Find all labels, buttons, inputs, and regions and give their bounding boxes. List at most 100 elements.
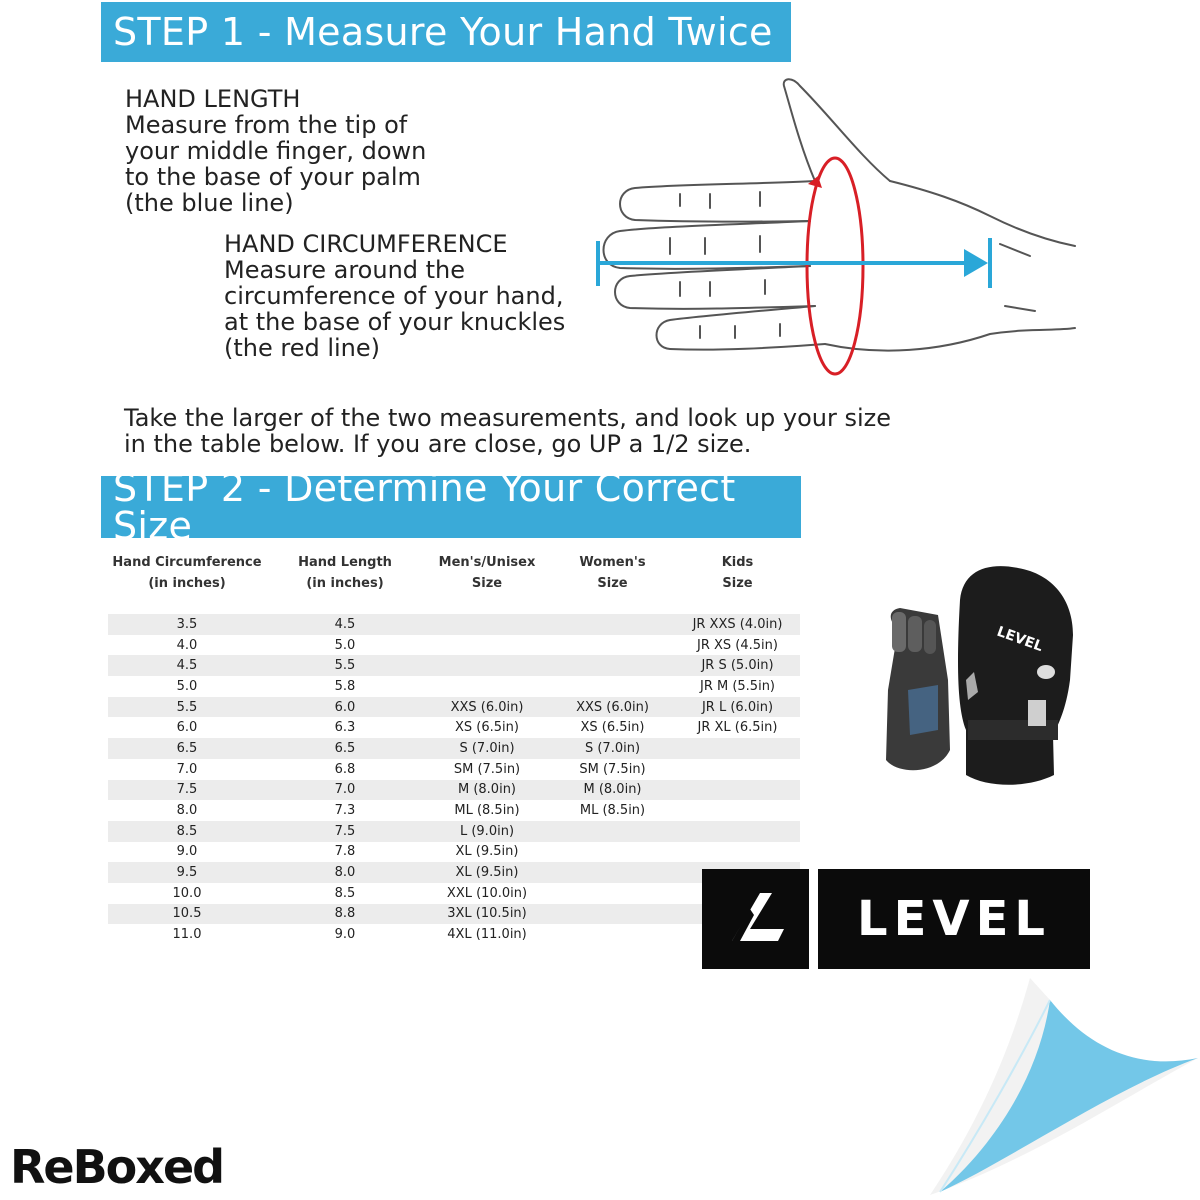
cell-mens-size: M (8.0in) xyxy=(457,782,517,798)
cell-mens-size: XS (6.5in) xyxy=(455,720,519,736)
cell-hand-circumference: 6.0 xyxy=(176,720,198,736)
level-logo: LEVEL xyxy=(702,869,1090,969)
header-mens-size: Men's/Unisex Size xyxy=(424,552,550,604)
note-line: in the table below. If you are close, go… xyxy=(124,430,752,458)
cell-kids-size: JR M (5.5in) xyxy=(699,678,776,694)
cell-kids-size: JR S (5.0in) xyxy=(701,658,774,674)
cell-hand-length: 5.0 xyxy=(334,637,356,653)
hand-length-line: (the blue line) xyxy=(125,189,294,217)
cell-hand-length: 8.0 xyxy=(334,865,356,881)
hand-length-line: to the base of your palm xyxy=(125,163,421,191)
cell-kids-size: JR XXS (4.0in) xyxy=(692,616,783,632)
cell-hand-circumference: 8.5 xyxy=(176,823,198,839)
cell-hand-circumference: 4.0 xyxy=(176,637,198,653)
step2-title: STEP 2 - Determine Your Correct Size xyxy=(113,466,736,548)
header-line: Hand Length xyxy=(298,555,392,570)
header-hand-length: Hand Length (in inches) xyxy=(266,552,424,604)
cell-mens-size: XL (9.5in) xyxy=(455,844,519,860)
cell-womens-size: SM (7.5in) xyxy=(579,761,646,777)
table-row: 9.5 8.0 XL (9.5in) xyxy=(108,862,800,883)
reboxed-watermark: ReBoxed xyxy=(10,1140,225,1194)
cell-hand-length: 7.5 xyxy=(334,823,356,839)
cell-hand-circumference: 9.0 xyxy=(176,844,198,860)
header-line: Size xyxy=(471,576,503,591)
step1-title: STEP 1 - Measure Your Hand Twice xyxy=(113,10,773,54)
table-row: 3.5 4.5 JR XXS (4.0in) xyxy=(108,614,800,635)
header-kids-size: Kids Size xyxy=(675,552,800,604)
cell-hand-circumference: 5.5 xyxy=(176,699,198,715)
hand-diagram-icon xyxy=(596,78,1076,376)
header-womens-size: Women's Size xyxy=(550,552,675,604)
cell-hand-length: 8.8 xyxy=(334,906,356,922)
cell-womens-size: M (8.0in) xyxy=(583,782,642,798)
cell-hand-circumference: 7.5 xyxy=(176,782,198,798)
cell-hand-circumference: 7.0 xyxy=(176,761,198,777)
cell-hand-circumference: 9.5 xyxy=(176,865,198,881)
cell-mens-size: SM (7.5in) xyxy=(453,761,521,777)
table-row: 9.0 7.8 XL (9.5in) xyxy=(108,842,800,863)
cell-hand-length: 5.8 xyxy=(334,678,356,694)
hand-circumference-heading: HAND CIRCUMFERENCE xyxy=(224,230,508,258)
table-row: 4.0 5.0 JR XS (4.5in) xyxy=(108,635,800,656)
page-curl-icon xyxy=(930,978,1198,1195)
header-line: (in inches) xyxy=(148,576,226,591)
cell-mens-size: L (9.0in) xyxy=(459,823,515,839)
cell-mens-size: XL (9.5in) xyxy=(455,865,519,881)
header-line: Men's/Unisex xyxy=(438,555,536,570)
cell-hand-length: 6.5 xyxy=(334,740,356,756)
table-header: Hand Circumference (in inches) Hand Leng… xyxy=(108,552,800,604)
header-line: Hand Circumference xyxy=(112,555,262,570)
hand-circumference-line: at the base of your knuckles xyxy=(224,308,566,336)
cell-hand-circumference: 3.5 xyxy=(176,616,198,632)
cell-mens-size: XXL (10.0in) xyxy=(446,885,528,901)
cell-hand-length: 4.5 xyxy=(334,616,356,632)
cell-hand-circumference: 10.0 xyxy=(172,885,202,901)
header-line: Women's xyxy=(579,555,646,570)
hand-circumference-line: (the red line) xyxy=(224,334,381,362)
hand-length-instructions: HAND LENGTH Measure from the tip of your… xyxy=(125,86,426,216)
hand-length-line: your middle finger, down xyxy=(125,137,427,165)
cell-kids-size: JR L (6.0in) xyxy=(701,699,774,715)
level-mark-icon xyxy=(702,869,809,969)
step2-banner: STEP 2 - Determine Your Correct Size xyxy=(101,469,801,545)
level-wordmark: LEVEL xyxy=(818,869,1090,969)
cell-womens-size: ML (8.5in) xyxy=(579,803,646,819)
hand-length-line: Measure from the tip of xyxy=(125,111,408,139)
glove-icon: LEVEL xyxy=(886,566,1073,785)
header-line: Size xyxy=(597,576,628,591)
cell-hand-circumference: 6.5 xyxy=(176,740,198,756)
cell-womens-size: XS (6.5in) xyxy=(580,720,645,736)
hand-circumference-instructions: HAND CIRCUMFERENCE Measure around the ci… xyxy=(224,231,565,361)
cell-hand-circumference: 10.5 xyxy=(172,906,202,922)
table-row: 7.0 6.8 SM (7.5in) SM (7.5in) xyxy=(108,759,800,780)
cell-kids-size: JR XS (4.5in) xyxy=(697,637,778,653)
cell-hand-length: 9.0 xyxy=(334,927,356,943)
step1-banner: STEP 1 - Measure Your Hand Twice xyxy=(101,2,791,62)
hand-circumference-line: circumference of your hand, xyxy=(224,282,564,310)
cell-hand-length: 7.3 xyxy=(334,803,356,819)
hand-circumference-line: Measure around the xyxy=(224,256,466,284)
cell-hand-length: 6.3 xyxy=(334,720,356,736)
cell-womens-size: XXS (6.0in) xyxy=(576,699,649,715)
header-line: (in inches) xyxy=(306,576,384,591)
cell-hand-length: 6.8 xyxy=(334,761,356,777)
cell-hand-circumference: 4.5 xyxy=(176,658,198,674)
cell-mens-size: 3XL (10.5in) xyxy=(447,906,527,922)
table-row: 8.5 7.5 L (9.0in) xyxy=(108,820,800,842)
cell-hand-length: 6.0 xyxy=(334,699,356,715)
table-row: 10.5 8.8 3XL (10.5in) xyxy=(108,903,800,925)
size-table: Hand Circumference (in inches) Hand Leng… xyxy=(108,552,800,945)
header-line: Kids xyxy=(721,555,754,570)
cell-hand-circumference: 11.0 xyxy=(172,927,202,943)
cell-hand-length: 7.8 xyxy=(334,844,356,860)
cell-womens-size: S (7.0in) xyxy=(584,740,641,756)
